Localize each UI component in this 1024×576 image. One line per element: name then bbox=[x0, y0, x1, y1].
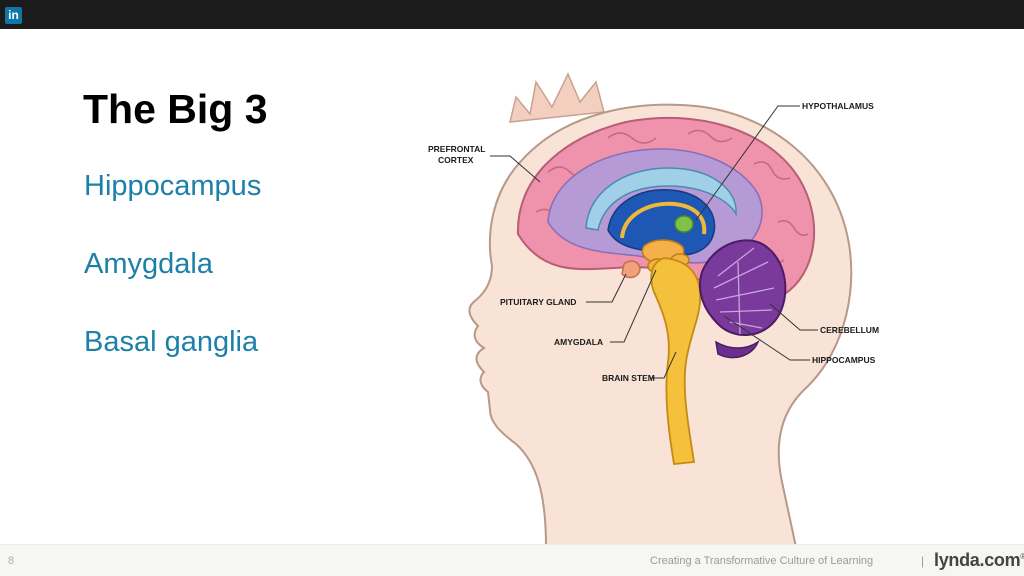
footer-tagline: Creating a Transformative Culture of Lea… bbox=[650, 555, 874, 567]
linkedin-icon[interactable]: in bbox=[5, 7, 22, 24]
registered-mark: ® bbox=[1020, 552, 1024, 561]
brand-name: lynda.com bbox=[934, 550, 1021, 570]
label-prefrontal-line2: CORTEX bbox=[438, 155, 474, 165]
label-hypothalamus: HYPOTHALAMUS bbox=[802, 101, 874, 111]
label-pituitary-gland: PITUITARY GLAND bbox=[500, 297, 576, 307]
page-number: 8 bbox=[8, 555, 15, 567]
label-cerebellum: CEREBELLUM bbox=[820, 325, 879, 335]
label-hippocampus: HIPPOCAMPUS bbox=[812, 355, 876, 365]
lynda-logo: lynda.com® bbox=[934, 550, 1024, 571]
bullet-hippocampus: Hippocampus bbox=[84, 170, 262, 202]
bullet-amygdala: Amygdala bbox=[84, 248, 213, 280]
footer-bar: 8 Creating a Transformative Culture of L… bbox=[0, 544, 1024, 576]
footer-separator: | bbox=[921, 554, 925, 568]
brain-diagram: PREFRONTAL CORTEX HYPOTHALAMUS PITUITARY… bbox=[428, 72, 879, 548]
slide-title: The Big 3 bbox=[83, 86, 268, 132]
bullet-list: Hippocampus Amygdala Basal ganglia bbox=[84, 170, 261, 404]
top-bar: in bbox=[0, 0, 1024, 29]
label-brain-stem: BRAIN STEM bbox=[602, 373, 655, 383]
label-prefrontal-line1: PREFRONTAL bbox=[428, 144, 485, 154]
label-amygdala: AMYGDALA bbox=[554, 337, 603, 347]
bullet-basal-ganglia: Basal ganglia bbox=[84, 326, 259, 358]
